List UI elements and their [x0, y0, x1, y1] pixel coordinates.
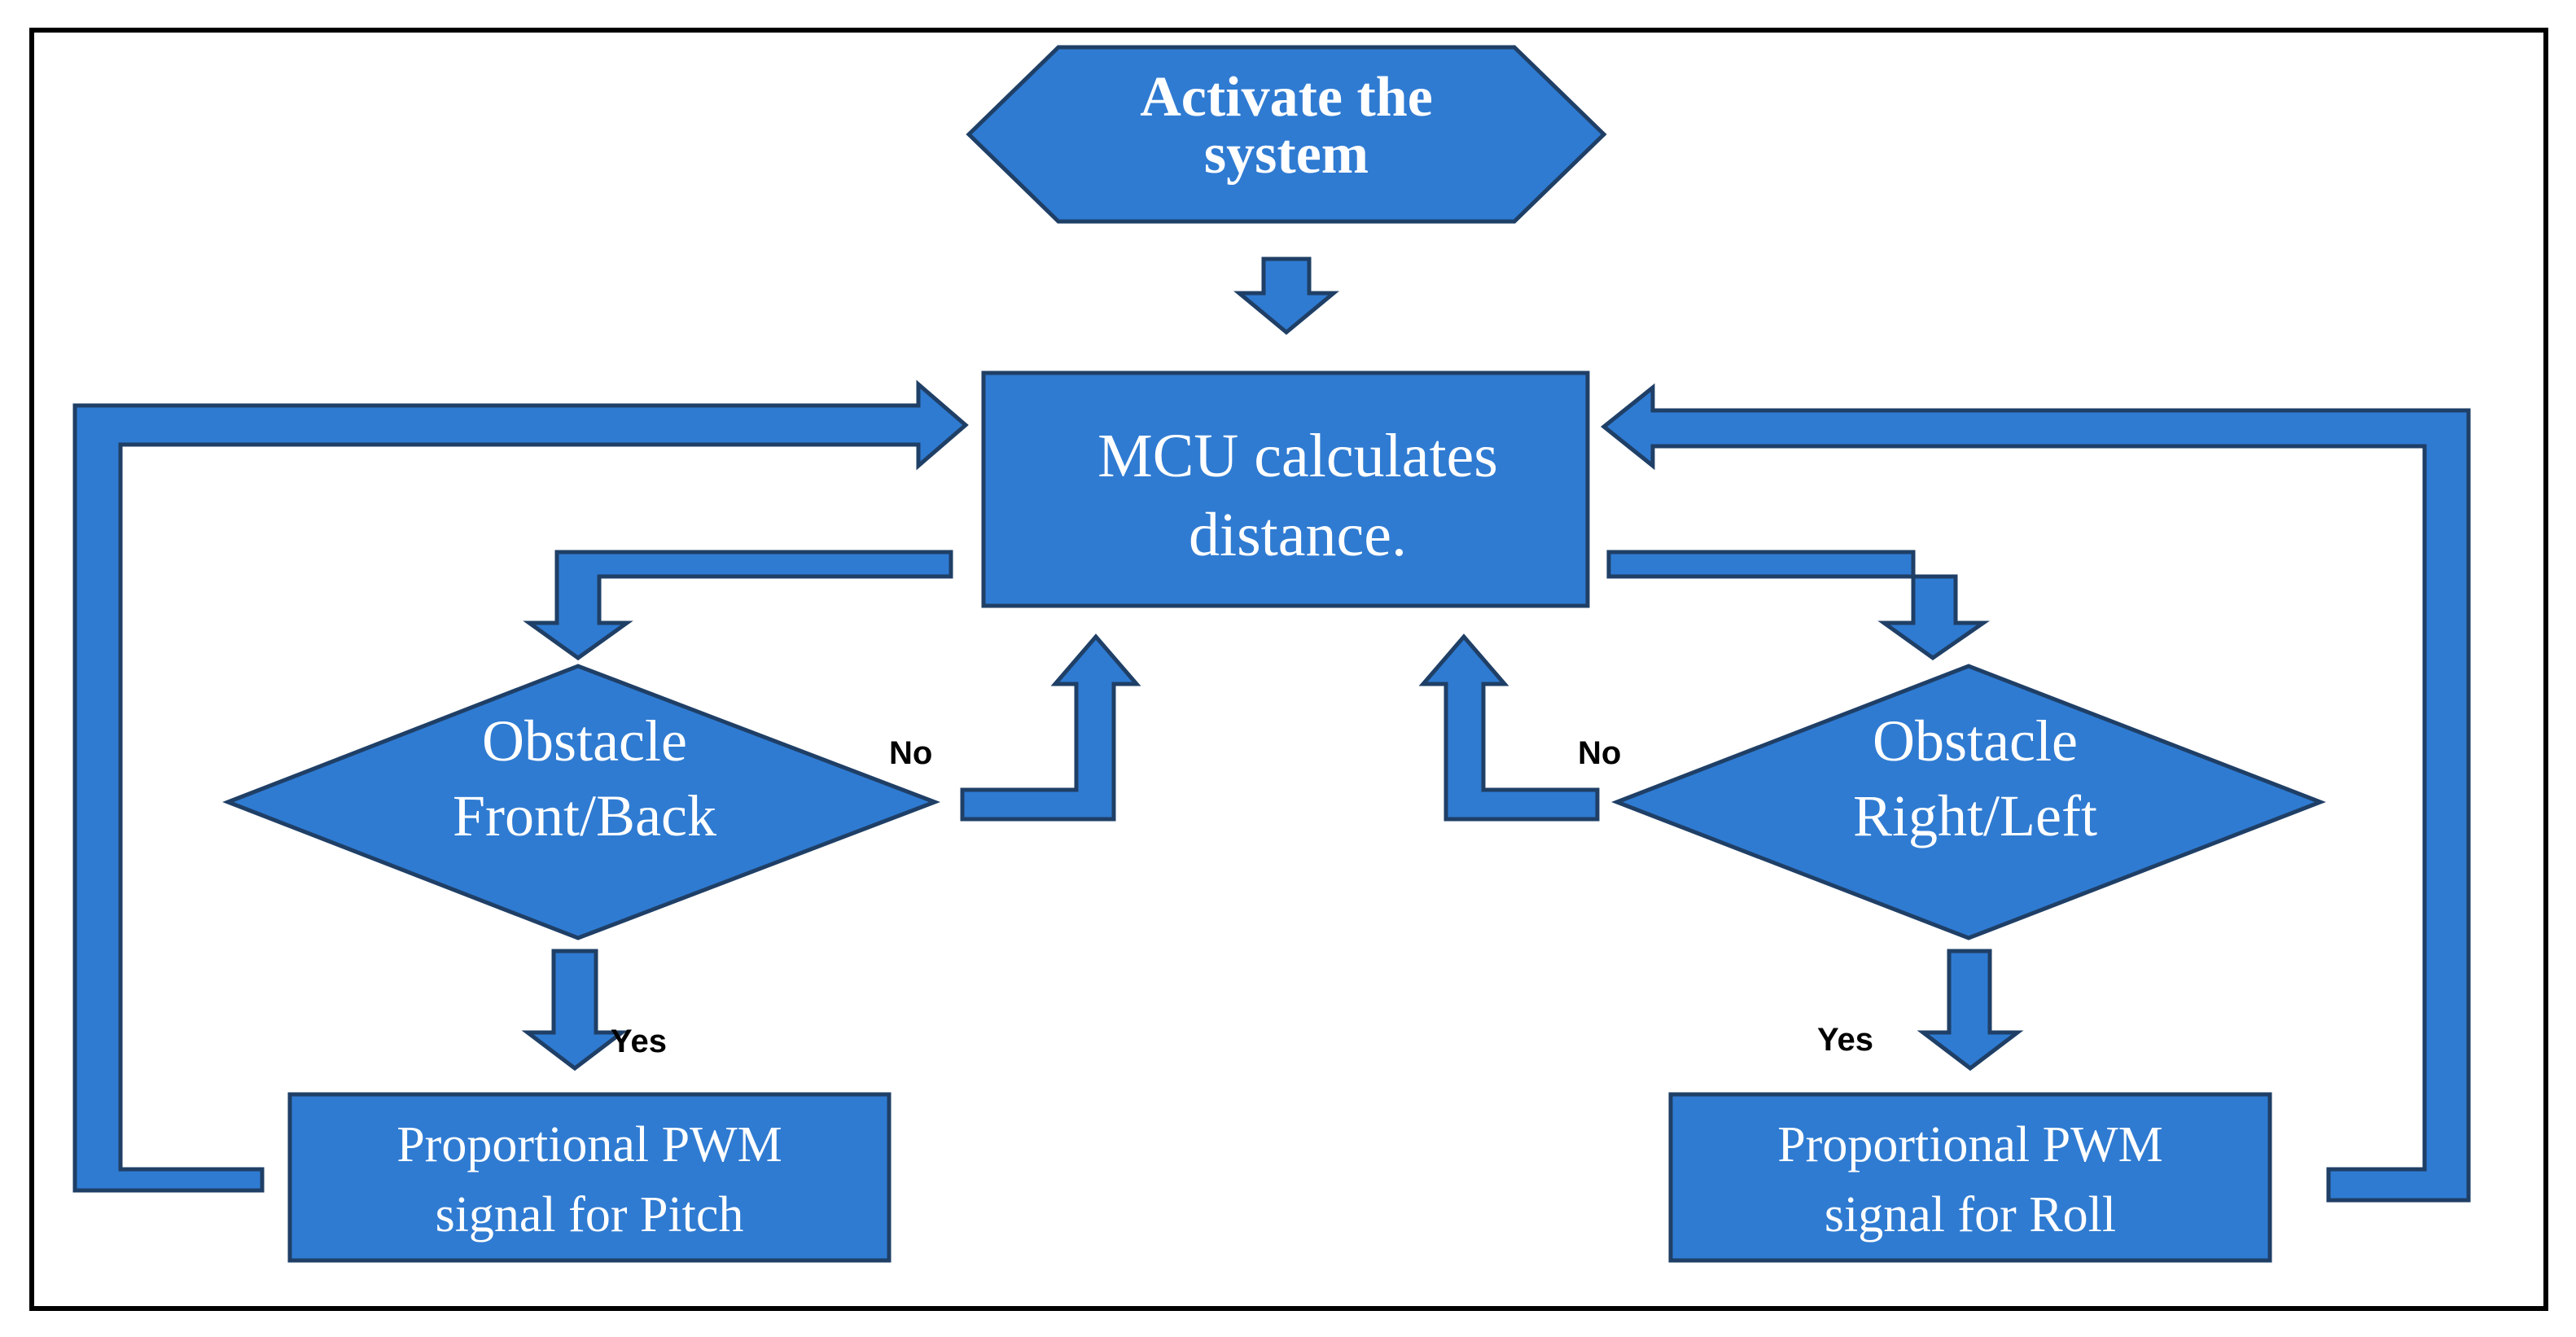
- decision-right-left-diamond: [1611, 664, 2326, 940]
- decision-right-left-line2: Right/Left: [1853, 783, 2097, 848]
- output-roll-box: [1668, 1092, 2272, 1263]
- start-hexagon: [966, 45, 1607, 224]
- loop-pitch-to-mcu: [72, 379, 969, 1193]
- mcu-process-box: [981, 370, 1590, 608]
- decision-right-left-line1: Obstacle: [1873, 708, 2078, 774]
- start-label-line1: Activate the: [1140, 66, 1433, 129]
- edge-label-yes-right: Yes: [1817, 1022, 1873, 1058]
- mcu-label-line2: distance.: [1189, 501, 1407, 569]
- arrow-no-front-back-to-mcu: [960, 633, 1141, 822]
- output-pitch-box: [287, 1092, 892, 1263]
- edge-label-no-left: No: [889, 735, 932, 771]
- start-label-line2: system: [1204, 123, 1369, 186]
- decision-front-back-line1: Obstacle: [482, 708, 687, 774]
- mcu-label-line1: MCU calculates: [1097, 422, 1498, 490]
- arrow-yes-right-left-to-roll: [1917, 949, 2024, 1072]
- output-roll-line1: Proportional PWM: [1777, 1117, 2163, 1173]
- edge-label-yes-left: Yes: [611, 1024, 667, 1059]
- arrow-no-right-left-to-mcu: [1418, 633, 1600, 822]
- output-pitch-line1: Proportional PWM: [396, 1117, 782, 1173]
- output-pitch-line2: signal for Pitch: [436, 1187, 744, 1243]
- decision-front-back-line2: Front/Back: [453, 783, 716, 848]
- loop-roll-to-mcu: [1600, 383, 2471, 1203]
- decision-front-back-diamond: [222, 664, 941, 940]
- arrow-mcu-to-right-left: [1606, 550, 1990, 661]
- arrow-mcu-to-front-back: [523, 550, 953, 661]
- arrow-yes-front-back-to-pitch: [521, 949, 629, 1072]
- edge-label-no-right: No: [1578, 735, 1621, 771]
- arrow-start-to-mcu: [1233, 256, 1339, 335]
- output-roll-line2: signal for Roll: [1825, 1187, 2116, 1243]
